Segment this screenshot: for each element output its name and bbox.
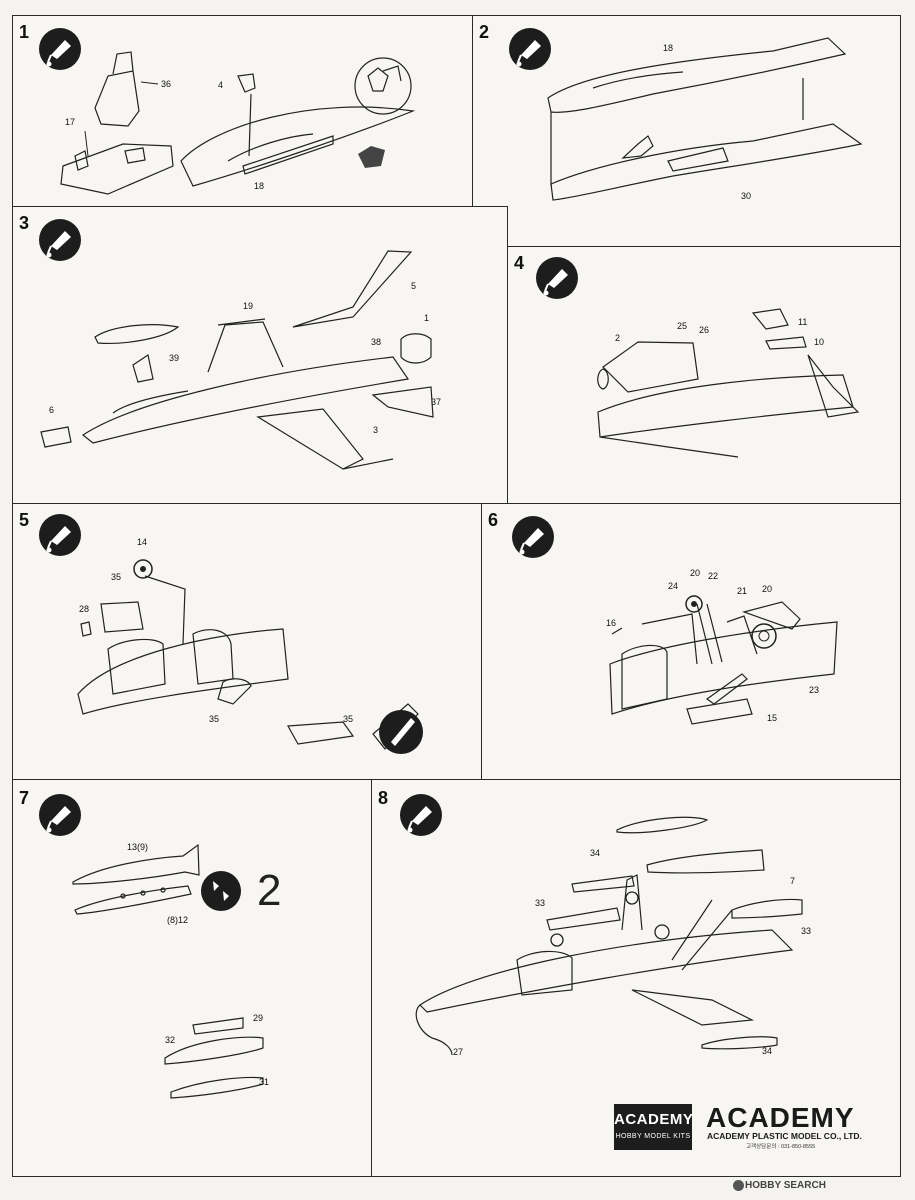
customer-phone: 고객상담문의 : 031-850-8555 [746,1144,816,1150]
part-label: 25 [677,321,688,331]
glue-icon [39,219,81,261]
part-label: 1 [424,313,430,323]
step-4-panel: 4 11 10 2 25 26 [507,246,901,504]
airframe-assembly-drawing [40,250,434,470]
part-label: 18 [254,181,265,191]
seat-and-cockpit-drawing [60,51,416,195]
glue-icon [512,516,554,558]
part-label: (8)12 [167,915,189,925]
part-label: 7 [790,876,796,886]
part-label: 28 [79,604,90,614]
part-label: 16 [606,618,617,628]
part-label: 31 [259,1077,270,1087]
step-3-panel: 3 5 1 19 38 39 6 37 3 [12,206,508,504]
step-number: 3 [19,213,30,233]
part-label: 14 [137,537,148,547]
part-label: 3 [373,425,379,435]
part-label: 36 [161,79,172,89]
part-label: 33 [535,898,546,908]
step-2-panel: 2 18 30 [472,15,901,247]
part-label: 13(9) [127,842,149,852]
company-name: ACADEMY PLASTIC MODEL CO., LTD. [707,1131,862,1141]
make-count: 2 [257,866,282,915]
part-label: 27 [453,1047,464,1057]
part-label: 20 [762,584,773,594]
part-label: 4 [218,80,224,90]
glue-icon [509,28,551,70]
part-label: 37 [431,397,442,407]
part-label: 19 [243,301,254,311]
academy-logo: ACADEMY HOBBY MODEL KITS [614,1104,694,1150]
part-label: 30 [741,191,752,201]
part-label: 22 [708,571,719,581]
nose-gear-drawing [77,559,423,754]
logo-top-text: ACADEMY [614,1111,694,1128]
glue-icon [400,794,442,836]
part-label: 32 [165,1035,176,1045]
main-gear-drawing [609,595,838,725]
part-label: 21 [737,586,748,596]
part-label: 17 [65,117,76,127]
part-label: 34 [590,848,601,858]
step-number: 5 [19,510,30,530]
part-label: 5 [411,281,417,291]
stores-installation-drawing [415,816,803,1056]
intake-and-fins-drawing [597,308,860,458]
step-1-panel: 1 36 4 17 18 [12,15,473,207]
part-label: 11 [798,317,808,327]
part-label: 39 [169,353,180,363]
step-number: 4 [514,253,525,273]
step-number: 6 [488,510,499,530]
part-label: 6 [49,405,55,415]
part-label: 29 [253,1013,264,1023]
step-number: 2 [479,22,490,42]
part-label: 2 [615,333,621,343]
part-label: 24 [668,581,679,591]
step-6-panel: 6 20 24 22 21 20 16 23 15 [481,503,901,780]
step-number: 1 [19,22,30,42]
brand-wordmark: ACADEMY [706,1102,855,1133]
part-label: 18 [663,43,674,53]
glue-icon [536,257,578,299]
hobby-search-icon [733,1180,744,1191]
part-label: 33 [801,926,812,936]
part-label: 23 [809,685,820,695]
glue-icon [39,514,81,556]
part-label: 38 [371,337,382,347]
part-label: 35 [209,714,220,724]
part-label: 34 [762,1046,773,1056]
part-label: 35 [111,572,122,582]
part-label: 15 [767,713,778,723]
make-two-icon [201,871,241,911]
step-number: 8 [378,788,389,808]
glue-icon [39,28,81,70]
tanks-drawing [72,843,264,1099]
step-7-panel: 7 2 13(9) (8)12 29 32 31 [12,779,372,1177]
part-label: 35 [343,714,354,724]
part-label: 20 [690,568,701,578]
logo-bottom-text: HOBBY MODEL KITS [615,1133,691,1140]
glue-icon [39,794,81,836]
part-label: 10 [814,337,825,347]
step-5-panel: 5 14 35 28 35 35 [12,503,482,780]
part-label: 26 [699,325,710,335]
watermark: HOBBY SEARCH [745,1180,826,1191]
step-number: 7 [19,788,30,808]
fuselage-halves-drawing [547,37,863,201]
